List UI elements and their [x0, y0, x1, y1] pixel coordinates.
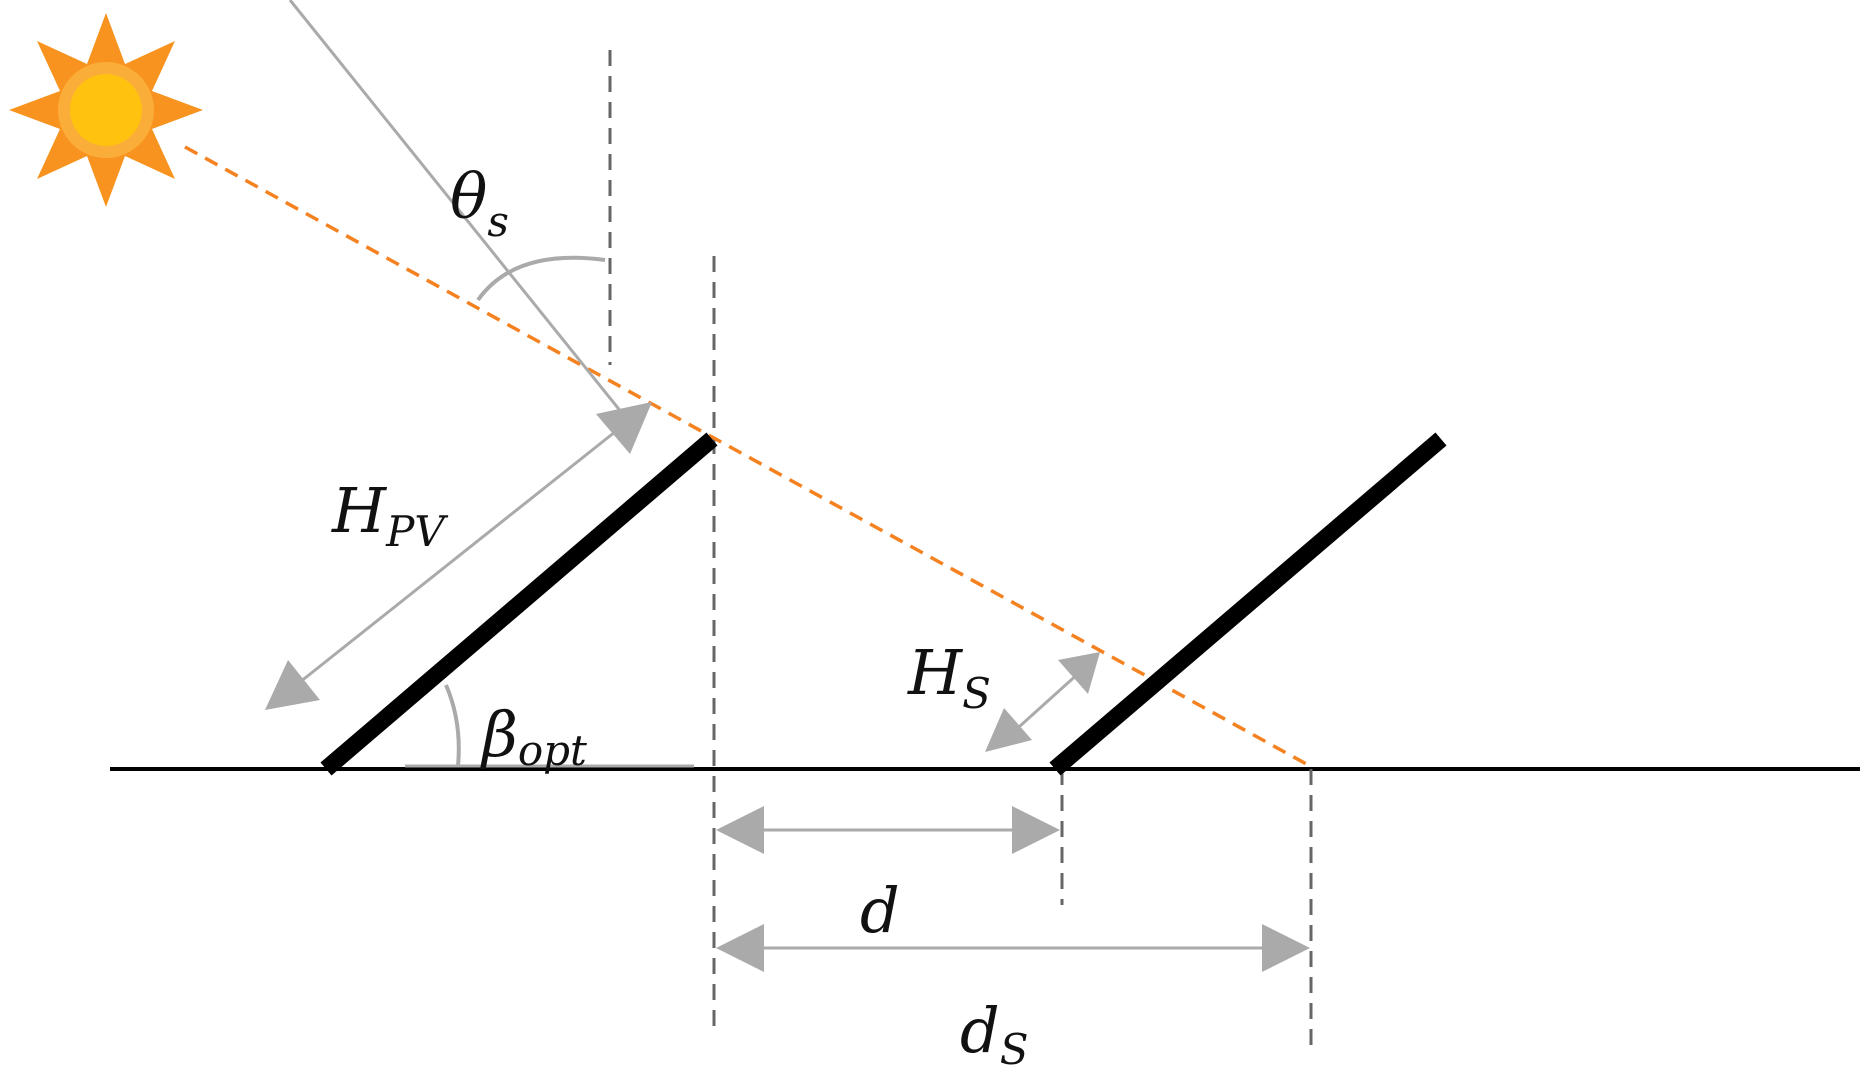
d-s-sub: S	[1000, 1025, 1029, 1074]
d-arrowhead-right	[1012, 806, 1060, 854]
beta-opt-main: β	[480, 698, 518, 771]
h-s-main: H	[907, 636, 964, 709]
hpv-dimension-shaft	[289, 418, 631, 692]
h-s-label: HS	[907, 636, 991, 718]
ds-arrowhead-left	[716, 924, 764, 972]
pv-panel-front	[320, 432, 718, 776]
theta-s-main: θ	[450, 160, 487, 233]
hs-dimension-shaft	[1008, 670, 1082, 737]
beta-angle-arc	[444, 684, 461, 767]
theta-angle-arc	[476, 255, 606, 302]
theta-s-label: θs	[450, 160, 509, 246]
h-s-sub: S	[962, 669, 991, 718]
sun-icon	[9, 13, 203, 207]
d-s-label: dS	[960, 994, 1028, 1074]
hpv-arrowhead-top	[596, 402, 652, 454]
beta-opt-label: βopt	[480, 698, 587, 775]
d-s-main: d	[960, 994, 1000, 1067]
h-pv-main: H	[331, 474, 388, 547]
d-arrowhead-left	[716, 806, 764, 854]
sun-core	[70, 74, 142, 146]
hs-arrowhead-top	[1058, 652, 1100, 694]
theta-s-sub: s	[487, 197, 509, 246]
pv-panel-rear	[1049, 432, 1447, 776]
hs-arrowhead-bottom	[985, 708, 1032, 752]
h-pv-label: HPV	[331, 474, 448, 556]
d-label: d	[860, 874, 900, 947]
beta-opt-sub: opt	[518, 726, 587, 775]
hpv-dimension-line	[288, 0, 632, 424]
ds-arrowhead-right	[1262, 924, 1310, 972]
h-pv-sub: PV	[385, 507, 448, 556]
sun-ray	[184, 145, 1311, 768]
hpv-arrowhead-bottom	[265, 660, 320, 710]
